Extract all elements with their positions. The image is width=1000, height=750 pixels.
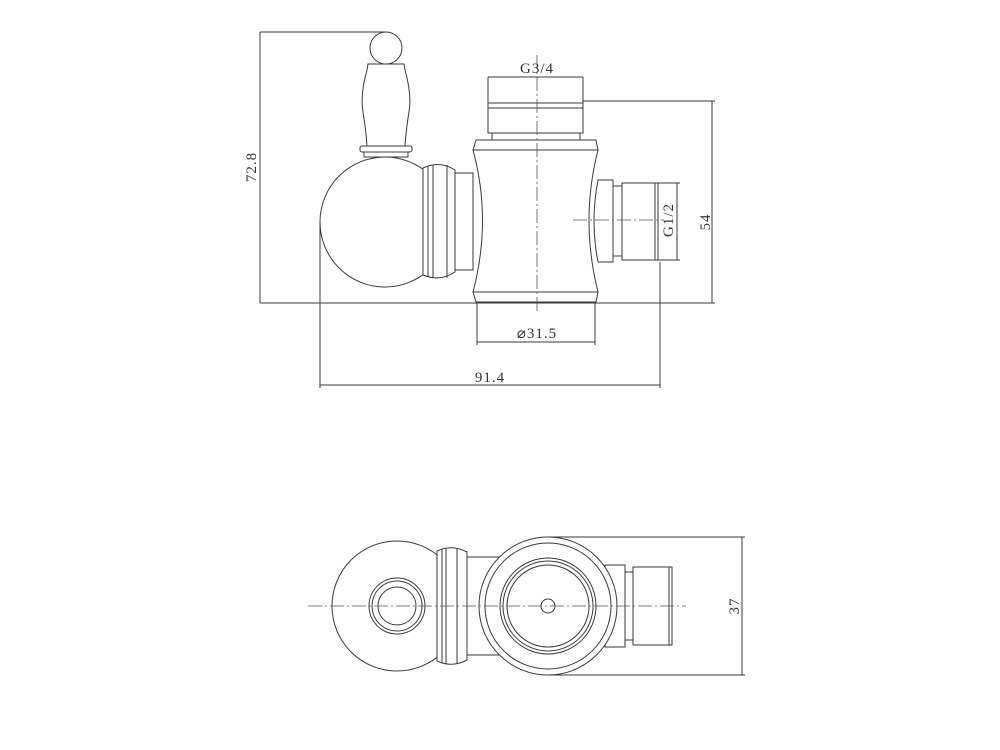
dim-overall-length: 91.4 (319, 222, 661, 388)
dim-overall-height: 72.8 (244, 31, 715, 304)
side-outlet (593, 179, 659, 263)
dim-label-91-4: 91.4 (475, 370, 505, 386)
neck (454, 172, 474, 271)
dim-label-37: 37 (727, 598, 743, 615)
sphere-ring (422, 164, 456, 279)
dim-body-height: 54 (583, 100, 715, 303)
dim-width: 37 (548, 536, 745, 676)
valve-body (472, 139, 599, 303)
dim-side-thread: G1/2 (658, 182, 680, 261)
dim-body-diameter: ⌀31.5 (476, 302, 596, 345)
dim-label-g1-2: G1/2 (661, 203, 677, 237)
top-view: 37 (308, 536, 745, 676)
dim-label-g3-4: G3/4 (520, 61, 554, 77)
dim-label-31-5: ⌀31.5 (517, 326, 557, 342)
dim-label-54: 54 (698, 214, 714, 231)
top-nut (487, 102, 584, 141)
dim-top-thread: G3/4 (487, 61, 584, 103)
handle (359, 31, 413, 158)
side-view: 72.8 G3/4 G1/2 54 ⌀31.5 (244, 31, 715, 388)
dim-label-72-8: 72.8 (244, 152, 260, 182)
